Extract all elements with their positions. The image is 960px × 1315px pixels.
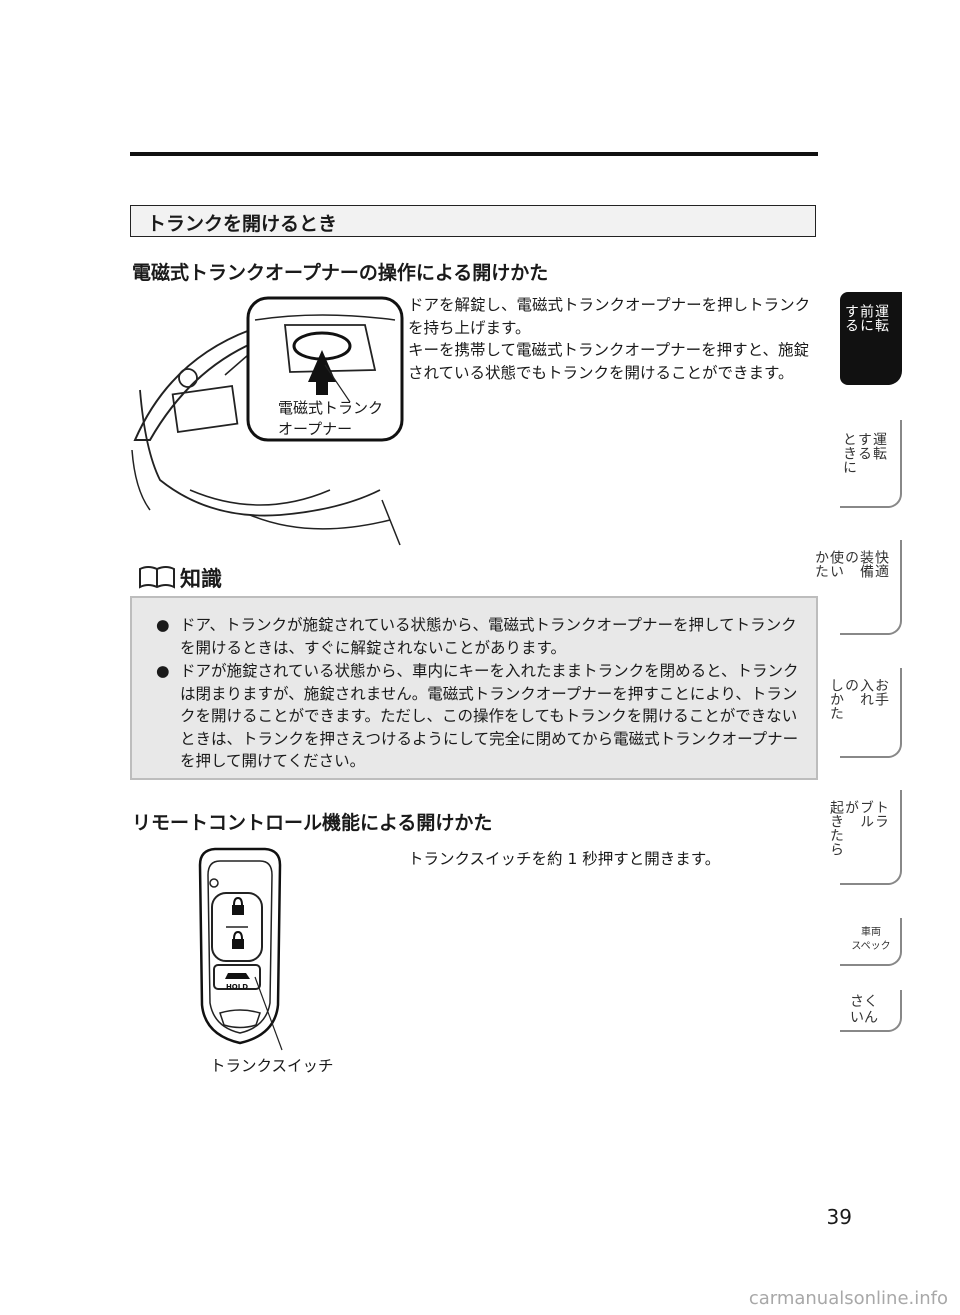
heading-electromagnetic-opener: 電磁式トランクオープナーの操作による開けかた [132, 262, 549, 284]
opener-callout-label: 電磁式トランク オープナー [278, 399, 384, 438]
knowledge-box: ● ドア、トランクが施錠されている状態から、電磁式トランクオープナーを押してトラ… [130, 596, 818, 780]
page-number: 39 [826, 1205, 852, 1229]
top-rule [130, 152, 818, 156]
opener-instructions: ドアを解錠し、電磁式トランクオープナーを押しトランクを持ち上げます。 キーを携帯… [408, 296, 811, 382]
hold-label: HOLD [226, 983, 248, 991]
tab-index[interactable]: さく いん [840, 990, 902, 1032]
book-icon [139, 566, 175, 589]
note-text: ドアが施錠されている状態から、車内にキーを入れたままトランクを閉めると、トランク… [180, 662, 799, 770]
note-item: ● ドアが施錠されている状態から、車内にキーを入れたままトランクを閉めると、トラ… [150, 660, 800, 773]
tab-troubleshooting[interactable]: トラ ブル が 起きたら [828, 790, 902, 885]
section-header: トランクを開けるとき [130, 205, 816, 237]
section-header-text: トランクを開けるとき [147, 213, 338, 235]
bullet-icon: ● [156, 616, 170, 634]
note-text: ドア、トランクが施錠されている状態から、電磁式トランクオープナーを押してトランク… [180, 616, 797, 657]
knowledge-heading: 知識 [180, 567, 222, 591]
key-fob-illustration: HOLD [198, 847, 283, 1051]
tab-comfort-equipment[interactable]: 快適 装備 の 使い かた [813, 540, 902, 635]
bullet-icon: ● [156, 662, 170, 680]
trunk-switch-label: トランクスイッチ [210, 1057, 334, 1075]
note-item: ● ドア、トランクが施錠されている状態から、電磁式トランクオープナーを押してトラ… [150, 614, 800, 659]
tab-while-driving[interactable]: 運転 する ときに [840, 420, 902, 508]
tab-maintenance[interactable]: お手 入れ の しかた [828, 668, 902, 758]
heading-remote-control: リモートコントロール機能による開けかた [132, 812, 493, 834]
tab-before-driving[interactable]: 運転 前に する [840, 292, 902, 385]
watermark: carmanualsonline.info [748, 1288, 948, 1309]
trunk-opener-illustration [131, 296, 404, 546]
tab-specifications[interactable]: 車両 スペック [840, 918, 902, 966]
remote-instructions: トランクスイッチを約 1 秒押すと開きます。 [408, 850, 721, 868]
